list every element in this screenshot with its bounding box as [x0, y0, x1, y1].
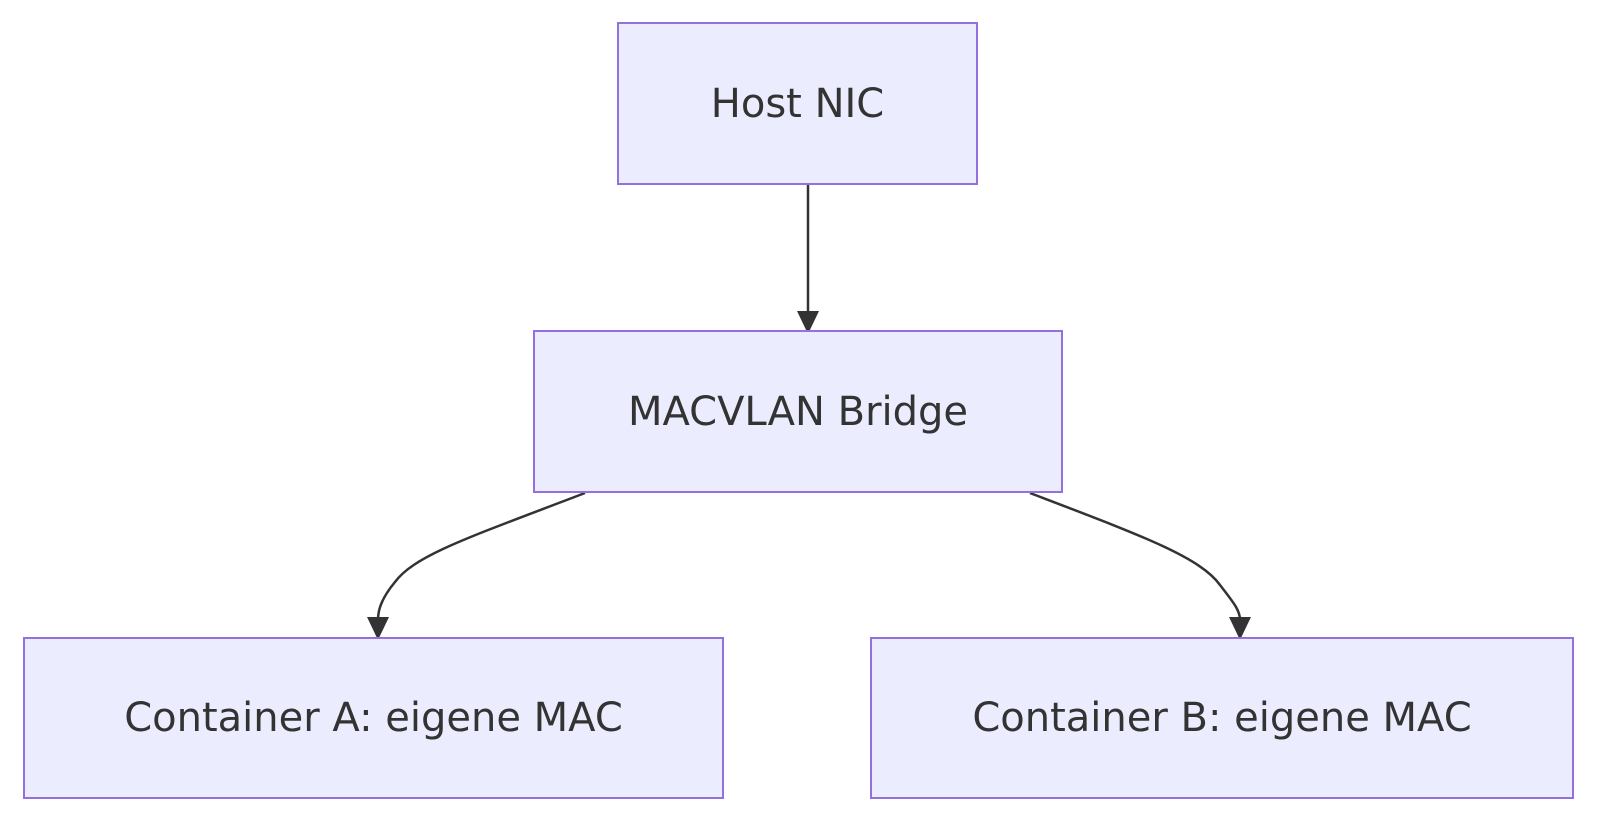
node-label: Host NIC	[710, 80, 885, 127]
edge-bridge-to-container-a	[376, 491, 586, 621]
node-label: Container A: eigene MAC	[124, 695, 623, 741]
node-macvlan-bridge: MACVLAN Bridge	[533, 330, 1063, 493]
edge-bridge-to-container-b	[1029, 491, 1242, 621]
arrowhead-icon	[1229, 617, 1251, 640]
node-label: MACVLAN Bridge	[627, 388, 969, 435]
arrowhead-icon	[797, 311, 819, 334]
node-container-b: Container B: eigene MAC	[870, 637, 1574, 799]
node-host-nic: Host NIC	[617, 22, 978, 185]
arrowhead-icon	[367, 617, 389, 640]
node-label: Container B: eigene MAC	[972, 695, 1472, 741]
node-container-a: Container A: eigene MAC	[23, 637, 724, 799]
